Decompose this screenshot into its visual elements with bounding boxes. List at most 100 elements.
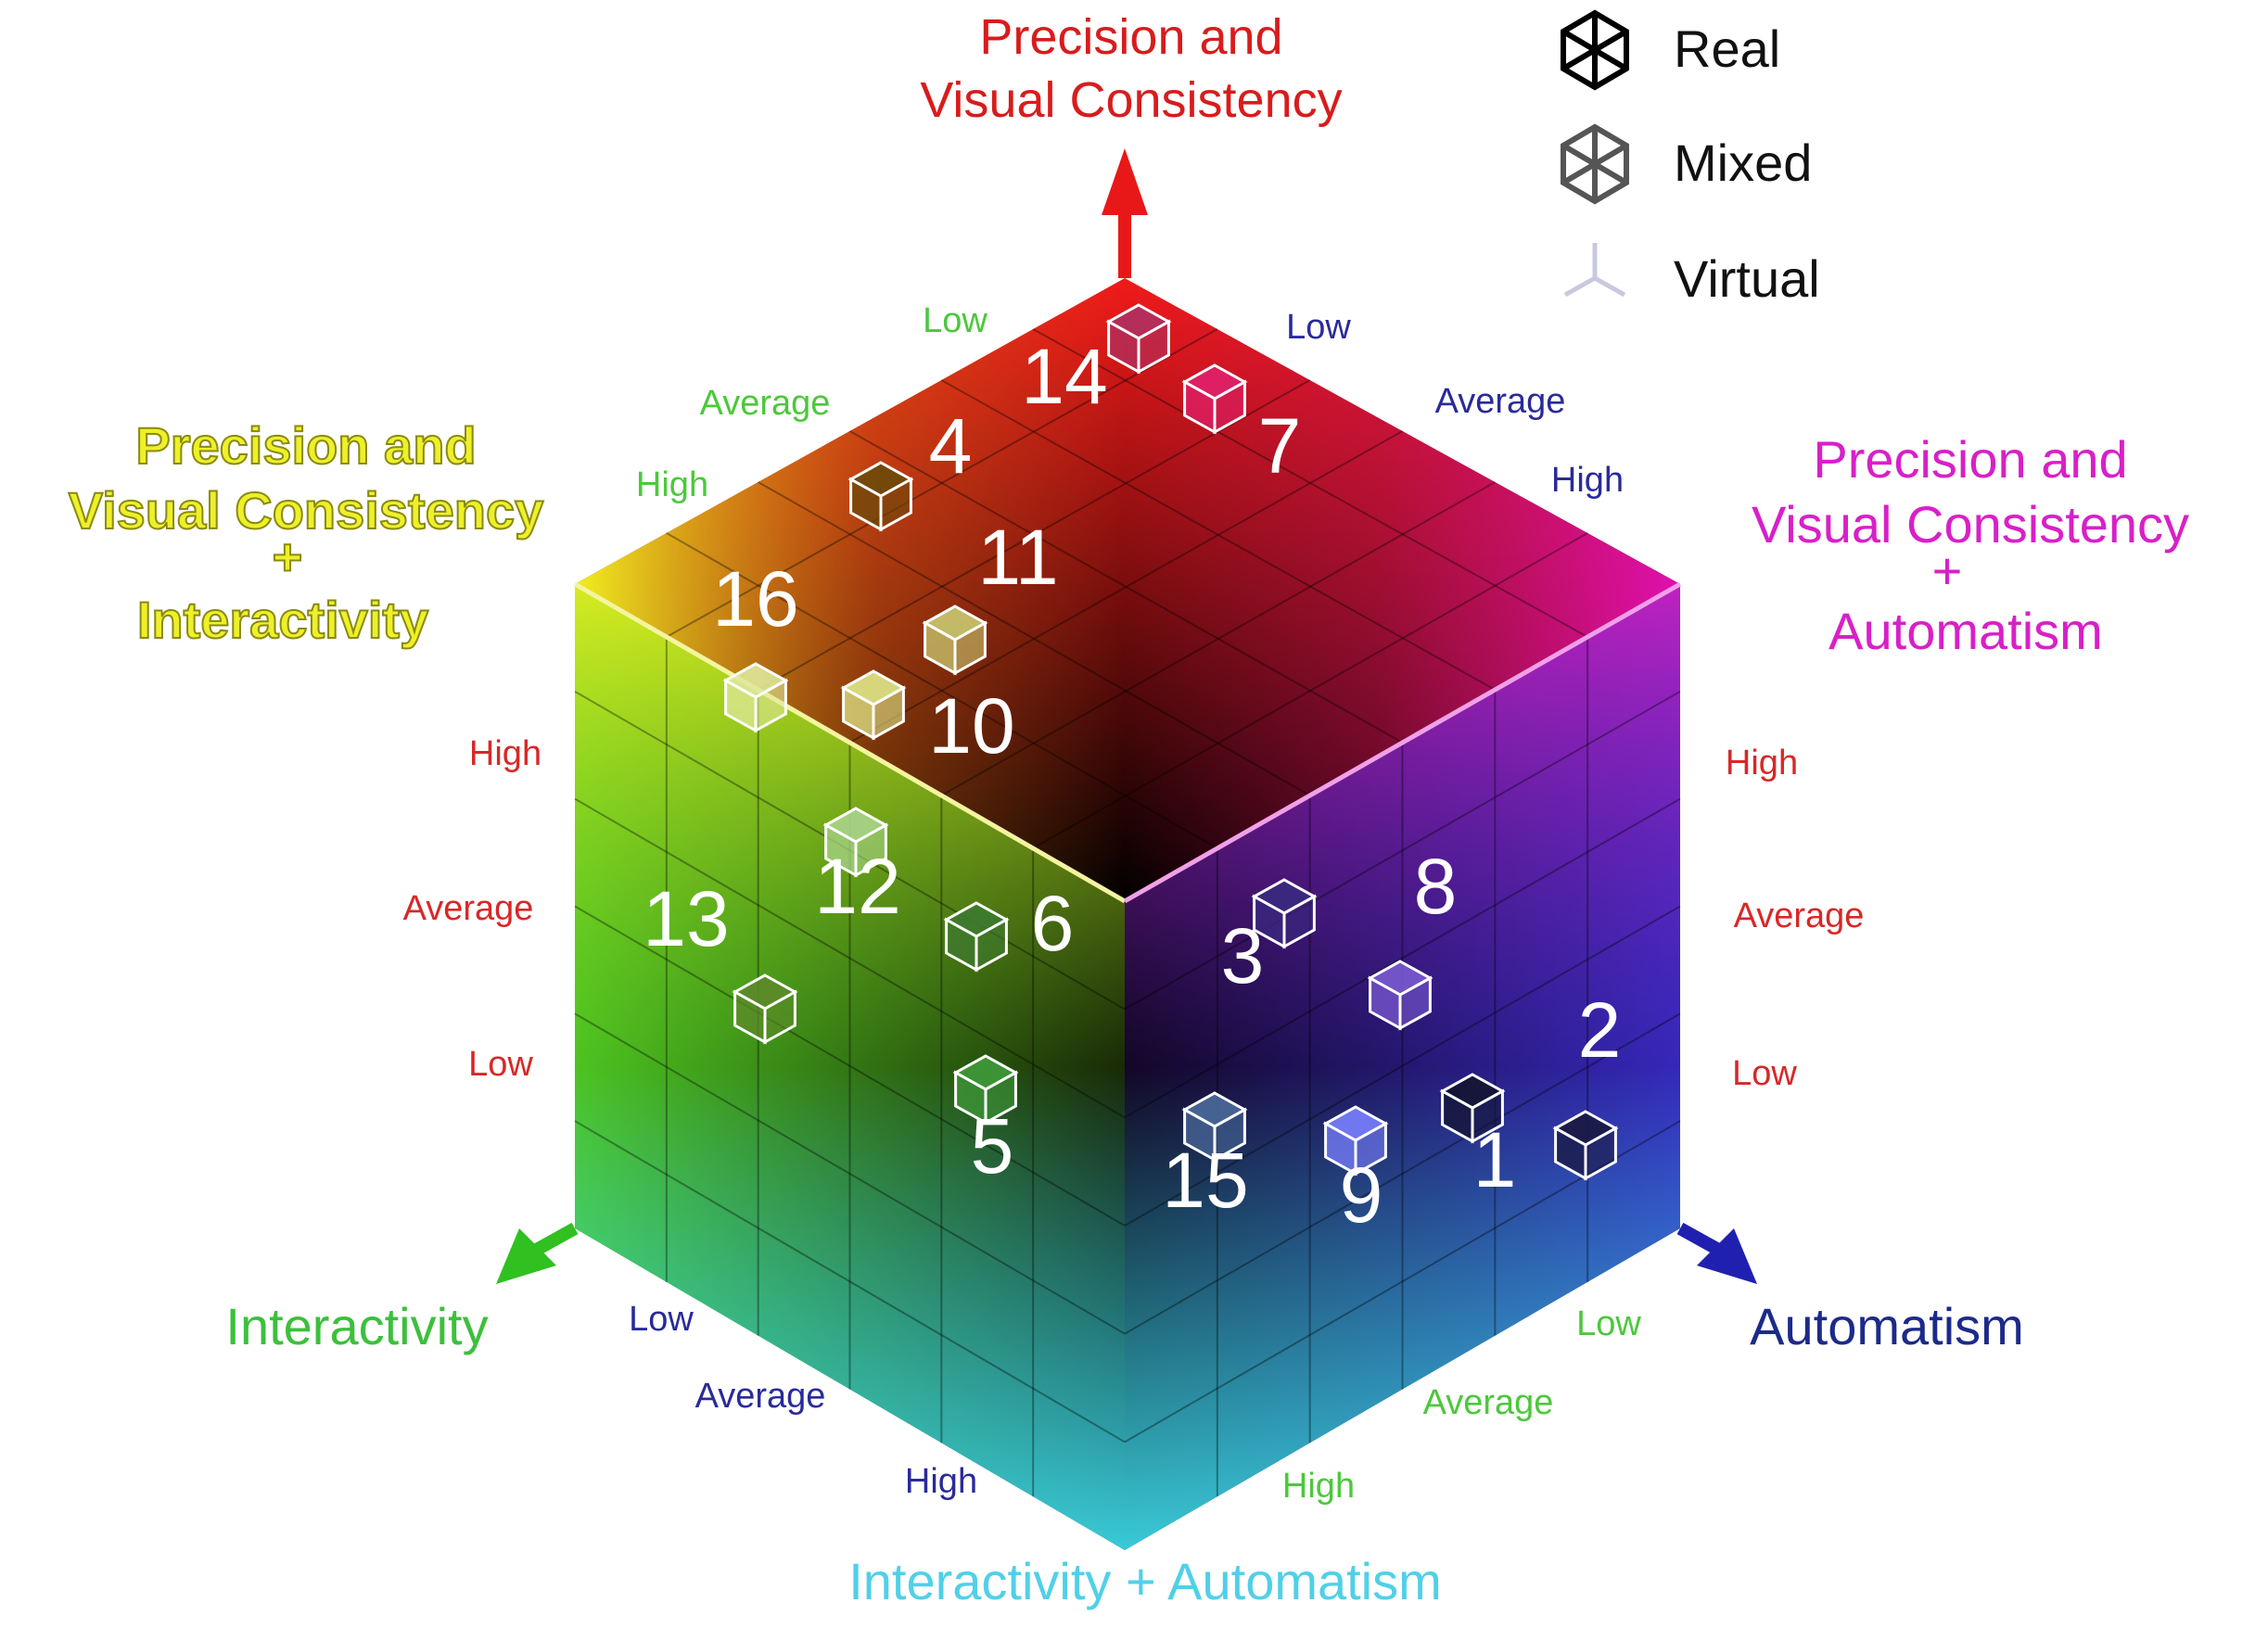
cube-top-face-left-tint <box>575 278 1125 901</box>
marker-3: 3 <box>1221 878 1318 999</box>
marker-number-1: 1 <box>1473 1116 1517 1203</box>
marker-cube-right <box>1584 1126 1617 1181</box>
left-axis-arrowhead <box>496 1228 556 1284</box>
marker-cube-right <box>1398 975 1432 1031</box>
bottom-axis-title: Interactivity + Automatism <box>848 1552 1442 1610</box>
legend-label-mixed: Mixed <box>1674 134 1812 192</box>
cube-grid <box>574 328 1681 1497</box>
scale-upper-left-average: Average <box>700 384 831 423</box>
marker-7: 7 <box>1181 363 1302 490</box>
marker-13: 13 <box>643 875 798 1045</box>
marker-number-8: 8 <box>1414 843 1458 930</box>
marker-cube-right <box>1213 379 1246 435</box>
grid-line-top <box>758 481 1311 796</box>
marker-5: 5 <box>952 1054 1019 1189</box>
marker-number-13: 13 <box>643 875 729 962</box>
marker-cube-right <box>1471 1088 1504 1144</box>
scale-upper-left-high: High <box>636 465 708 504</box>
magenta-diagonal-line <box>1123 581 1682 904</box>
upper-left-title-line-2: Visual Consistency <box>69 481 544 540</box>
grid-line-top <box>666 532 1218 849</box>
grid-line-right <box>1124 905 1681 1227</box>
scale-bottom-right-high: High <box>1282 1467 1355 1506</box>
right-axis-arrowhead <box>1697 1228 1757 1284</box>
grid-line-top <box>940 379 1496 691</box>
grid-line-left <box>574 797 1126 1119</box>
scale-labels: Low Average High Low Average High High A… <box>403 301 1865 1506</box>
marker-number-6: 6 <box>1031 880 1075 967</box>
upper-left-title-line-4: Interactivity <box>137 591 428 649</box>
upper-left-title-line-1: Precision and <box>135 416 476 475</box>
axis-titles: Precision and Visual Consistency Precisi… <box>68 9 2189 1610</box>
scale-upper-right-high: High <box>1551 461 1624 500</box>
top-axis-title-line-1: Precision and <box>979 9 1282 65</box>
marker-1: 1 <box>1439 1073 1517 1203</box>
marker-number-2: 2 <box>1578 986 1622 1074</box>
marker-number-15: 15 <box>1162 1137 1248 1224</box>
marker-cube-right <box>763 989 796 1045</box>
scale-upper-left-low: Low <box>923 301 987 340</box>
cube-top-face-right-tint <box>1125 278 1680 901</box>
marker-6: 6 <box>943 880 1075 973</box>
marker-cube-right <box>1213 1107 1246 1163</box>
marker-cube-right <box>984 1070 1017 1126</box>
marker-number-10: 10 <box>928 682 1014 769</box>
grid-line-top <box>849 430 1403 744</box>
axis-arrows <box>496 148 1757 1284</box>
scale-upper-right-low: Low <box>1286 308 1351 347</box>
marker-cube-right <box>872 685 905 741</box>
scale-left-low: Low <box>468 1045 533 1084</box>
marker-number-16: 16 <box>712 555 798 642</box>
grid-line-right <box>1124 797 1681 1119</box>
right-axis-title: Automatism <box>1750 1297 2024 1355</box>
grid-line-left <box>574 1120 1126 1444</box>
marker-number-7: 7 <box>1258 402 1302 490</box>
marker-cube-right <box>1137 319 1170 375</box>
marker-cube-right <box>1354 1121 1387 1176</box>
marker-cube-right <box>1282 894 1316 949</box>
upper-right-title-line-3: + <box>1932 541 1963 600</box>
scale-right-high: High <box>1726 744 1798 782</box>
marker-8: 8 <box>1367 843 1458 1031</box>
upper-right-title-line-4: Automatism <box>1828 602 2103 660</box>
marker-number-5: 5 <box>971 1102 1014 1189</box>
top-axis-title-line-2: Visual Consistency <box>920 72 1342 128</box>
marker-cube-right <box>975 917 1008 973</box>
grid-line-right <box>1124 1012 1681 1335</box>
scale-bottom-right-low: Low <box>1576 1304 1641 1343</box>
grid-line-top <box>1032 328 1588 638</box>
grid-line-right <box>1124 690 1681 1011</box>
grid-line-left <box>574 1012 1126 1335</box>
top-axis-arrowhead <box>1102 148 1148 215</box>
grid-line-top <box>666 328 1218 638</box>
grid-line-top <box>1032 532 1588 849</box>
cube-right-face-bottom-tint <box>1125 584 1680 1550</box>
marker-2: 2 <box>1552 986 1622 1181</box>
marker-number-3: 3 <box>1221 912 1265 999</box>
marker-cube-right <box>754 678 787 733</box>
marker-12: 12 <box>814 807 901 930</box>
marker-4: 4 <box>847 402 972 532</box>
marker-cube-right <box>953 620 987 676</box>
virtual-cube-icon <box>1563 243 1626 298</box>
left-axis-title: Interactivity <box>225 1297 488 1355</box>
legend-label-virtual: Virtual <box>1674 249 1820 308</box>
upper-right-title-line-1: Precision and <box>1813 430 2127 489</box>
scale-upper-right-average: Average <box>1435 382 1566 421</box>
legend: Real Mixed Virtual <box>1561 9 1820 308</box>
cube-left-face-bottom-tint <box>575 584 1125 1550</box>
diagonal-lines <box>573 581 1682 904</box>
marker-cube-right <box>854 822 887 878</box>
marker-11: 11 <box>922 514 1059 676</box>
marker-10: 10 <box>840 669 1015 769</box>
scale-bottom-left-average: Average <box>695 1377 826 1416</box>
upper-right-title-line-2: Visual Consistency <box>1752 495 2189 553</box>
upper-left-title-line-3: + <box>273 528 303 586</box>
scale-bottom-left-high: High <box>905 1462 977 1501</box>
marker-cube-right <box>879 477 912 532</box>
marker-number-12: 12 <box>814 843 900 930</box>
legend-label-real: Real <box>1674 19 1780 78</box>
marker-number-11: 11 <box>977 514 1058 601</box>
